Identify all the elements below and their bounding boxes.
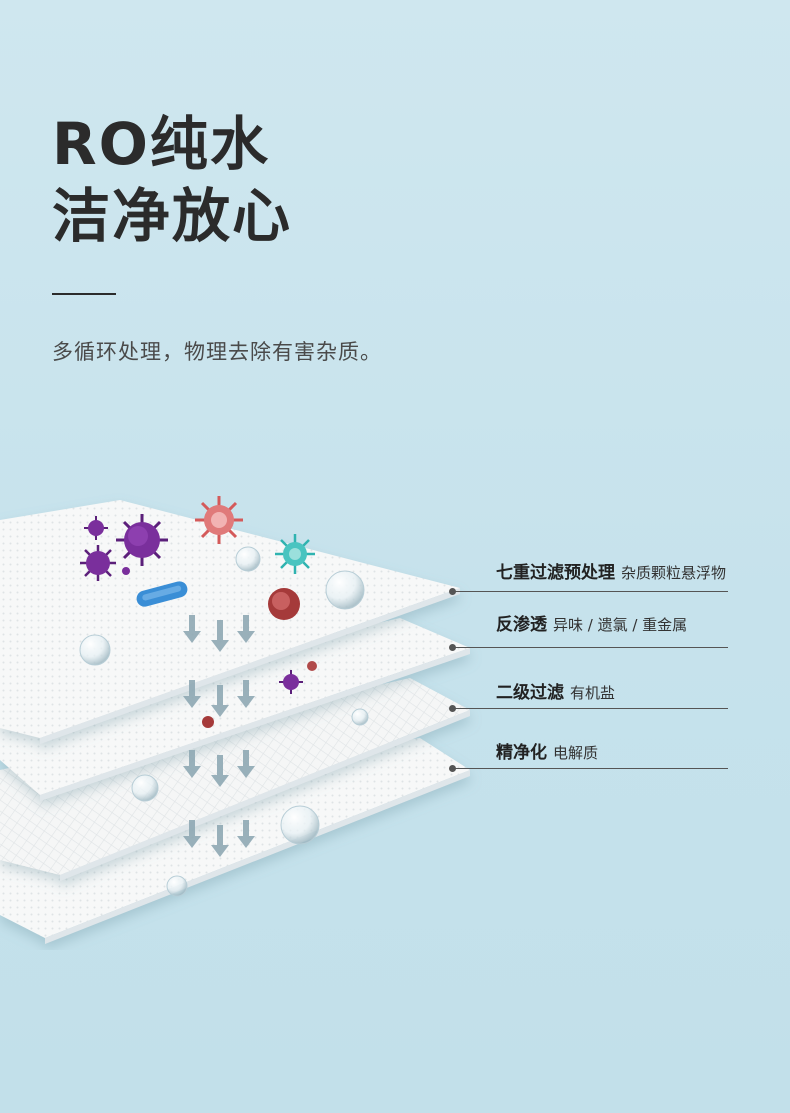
leader-dot [449, 705, 456, 712]
leader-dot [449, 644, 456, 651]
layer-name: 精净化 [496, 743, 547, 763]
layer-label-3: 二级过滤有机盐 [496, 678, 615, 703]
subtitle: 多循环处理，物理去除有害杂质。 [52, 340, 382, 364]
virus-icon [80, 545, 116, 581]
virus-icon [202, 716, 214, 728]
filter-layers-illustration [0, 496, 470, 944]
headline-divider [52, 293, 116, 295]
virus-icon [84, 516, 108, 540]
layer-name: 反渗透 [496, 615, 547, 635]
leader-line [454, 591, 728, 592]
layer-desc: 有机盐 [570, 684, 616, 702]
layer-label-2: 反渗透异味 / 遗氯 / 重金属 [496, 610, 687, 635]
headline: RO纯水 洁净放心 [52, 108, 292, 252]
bacteria-icon [136, 581, 188, 607]
filter-layer-3 [0, 678, 470, 881]
water-droplet-icon [166, 875, 188, 897]
leader-line [454, 647, 728, 648]
water-droplet-icon [79, 634, 111, 666]
virus-icon [279, 670, 303, 694]
filter-layer-2 [0, 618, 470, 801]
layer-name: 七重过滤预处理 [496, 563, 615, 583]
leader-dot [449, 588, 456, 595]
layer-label-4: 精净化电解质 [496, 738, 598, 763]
layer-desc: 杂质颗粒悬浮物 [621, 564, 727, 582]
virus-icon [275, 534, 315, 574]
leader-dot [449, 765, 456, 772]
virus-icon [268, 588, 300, 620]
virus-icon [122, 567, 130, 575]
layer-label-1: 七重过滤预处理杂质颗粒悬浮物 [496, 558, 726, 583]
water-droplet-icon [351, 708, 369, 726]
water-droplet-icon [131, 774, 159, 802]
water-droplet-icon [235, 546, 261, 572]
leader-line [454, 708, 728, 709]
water-droplet-icon [325, 570, 365, 610]
filter-layer-1 [0, 500, 460, 744]
headline-line-1: RO纯水 [52, 110, 270, 178]
layer-name: 二级过滤 [496, 683, 564, 703]
layer-desc: 电解质 [553, 744, 599, 762]
virus-icon [116, 514, 168, 566]
virus-icon [195, 496, 243, 544]
leader-line [454, 768, 728, 769]
headline-line-2: 洁净放心 [52, 182, 293, 250]
virus-icon [307, 661, 317, 671]
layer-desc: 异味 / 遗氯 / 重金属 [553, 616, 688, 634]
down-arrow-icon [183, 615, 255, 857]
water-droplet-icon [280, 805, 320, 845]
